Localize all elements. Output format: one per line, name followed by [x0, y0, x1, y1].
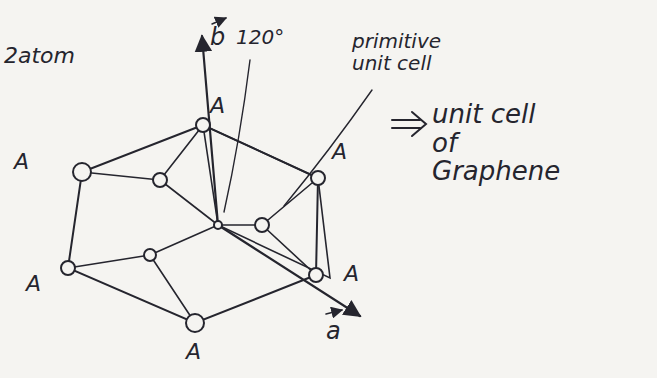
atom-count-note: 2atom: [4, 44, 94, 68]
atom-circles: [61, 118, 325, 332]
implies-arrow: [392, 112, 426, 136]
atom-label: A: [26, 272, 50, 296]
vector-label: a: [326, 318, 350, 344]
cell-note: unit cell of Graphene: [432, 100, 567, 186]
leader-line: [224, 60, 250, 212]
angle-label: 120°: [236, 26, 306, 48]
atom-label: A: [14, 150, 38, 174]
hexagon-outline: [68, 125, 318, 323]
bond-lines: [68, 125, 318, 323]
atom-label: A: [344, 262, 368, 286]
atom-label: A: [210, 94, 234, 118]
atom-label: A: [332, 140, 356, 164]
atom-label: A: [186, 340, 210, 364]
vector-a: [218, 225, 360, 316]
vector-mark: [326, 310, 342, 314]
cell-note: primitive unit cell: [352, 30, 472, 74]
leader-line: [284, 90, 372, 206]
vector-label: b: [210, 24, 234, 50]
